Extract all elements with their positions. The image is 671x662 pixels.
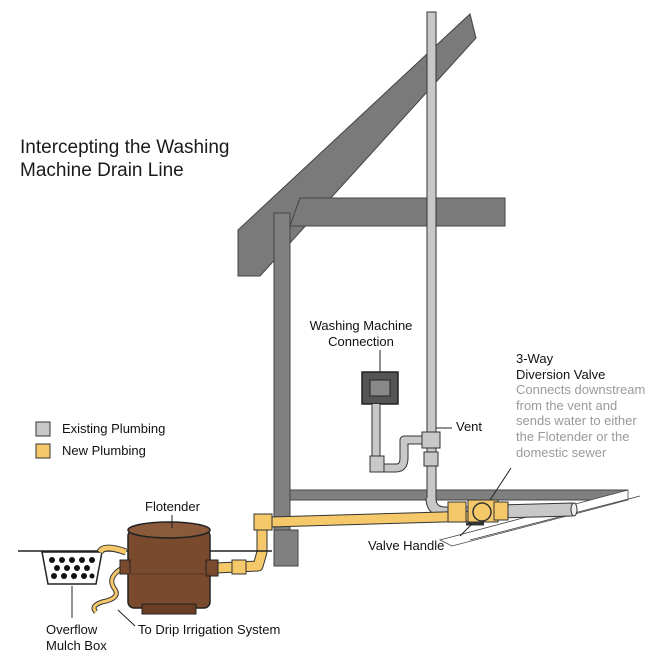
flotender-label: Flotender (145, 499, 200, 514)
valve-coupling-left (447, 501, 467, 523)
title-line-2: Machine Drain Line (20, 160, 184, 181)
washing-machine-inner (369, 379, 391, 397)
flotender-tank (127, 529, 211, 609)
vent-label: Vent (456, 419, 483, 434)
flotender-outlet (119, 559, 131, 575)
valve-label-line-2: Diversion Valve (516, 366, 606, 382)
valve-handle-label: Valve Handle (368, 538, 445, 553)
valve-label-line-1: 3-Way (516, 351, 554, 366)
valve-desc-line-3: sends water to either (516, 413, 637, 429)
tee-fitting (421, 431, 441, 449)
mulch-box-label: Overflow Mulch Box (46, 622, 107, 653)
mulch-box-label-line-1: Overflow (46, 622, 98, 637)
washing-machine-label: Washing Machine Connection (306, 318, 416, 349)
valve-desc-line-2: from the vent and (516, 397, 618, 413)
valve-desc-line-1: Connects downstream (516, 382, 646, 398)
washing-machine-label-line-1: Washing Machine (309, 318, 413, 333)
stack-coupling (423, 451, 439, 467)
mulch-box (41, 551, 103, 585)
legend-new-label: New Plumbing (62, 443, 146, 458)
mulch-dots (49, 557, 95, 579)
roof-eave (289, 197, 506, 227)
legend-existing-swatch (35, 421, 51, 437)
mulch-box-label-line-2: Mulch Box (46, 637, 107, 653)
flotender-lid (127, 521, 211, 539)
valve-label: 3-Way Diversion Valve Connects downstrea… (516, 351, 645, 460)
new-coupling (231, 559, 247, 575)
legend-existing-label: Existing Plumbing (62, 421, 166, 436)
irrigation-label: To Drip Irrigation System (138, 622, 281, 637)
leader-lines (71, 350, 512, 627)
flotender-inlet (205, 559, 219, 577)
legend-new-swatch (35, 443, 51, 459)
sewer-pipe (499, 502, 577, 519)
new-elbow-top (253, 513, 273, 531)
valve-desc-line-5: domestic sewer (516, 444, 607, 460)
valve-desc-line-4: the Flotender or the (516, 428, 630, 444)
title-line-1: Intercepting the Washing (20, 137, 230, 158)
house-floor (289, 489, 629, 501)
floor-edge (469, 495, 641, 541)
flotender-base (141, 603, 197, 615)
diagram-title: Intercepting the Washing Machine Drain L… (20, 136, 229, 182)
valve-coupling-right (493, 501, 509, 521)
trap-fitting (369, 455, 385, 473)
foundation (273, 529, 299, 567)
washing-machine-label-line-2: Connection (328, 333, 394, 349)
house-wall (273, 212, 291, 566)
vent-stack (426, 11, 437, 503)
valve-wheel (472, 502, 492, 522)
